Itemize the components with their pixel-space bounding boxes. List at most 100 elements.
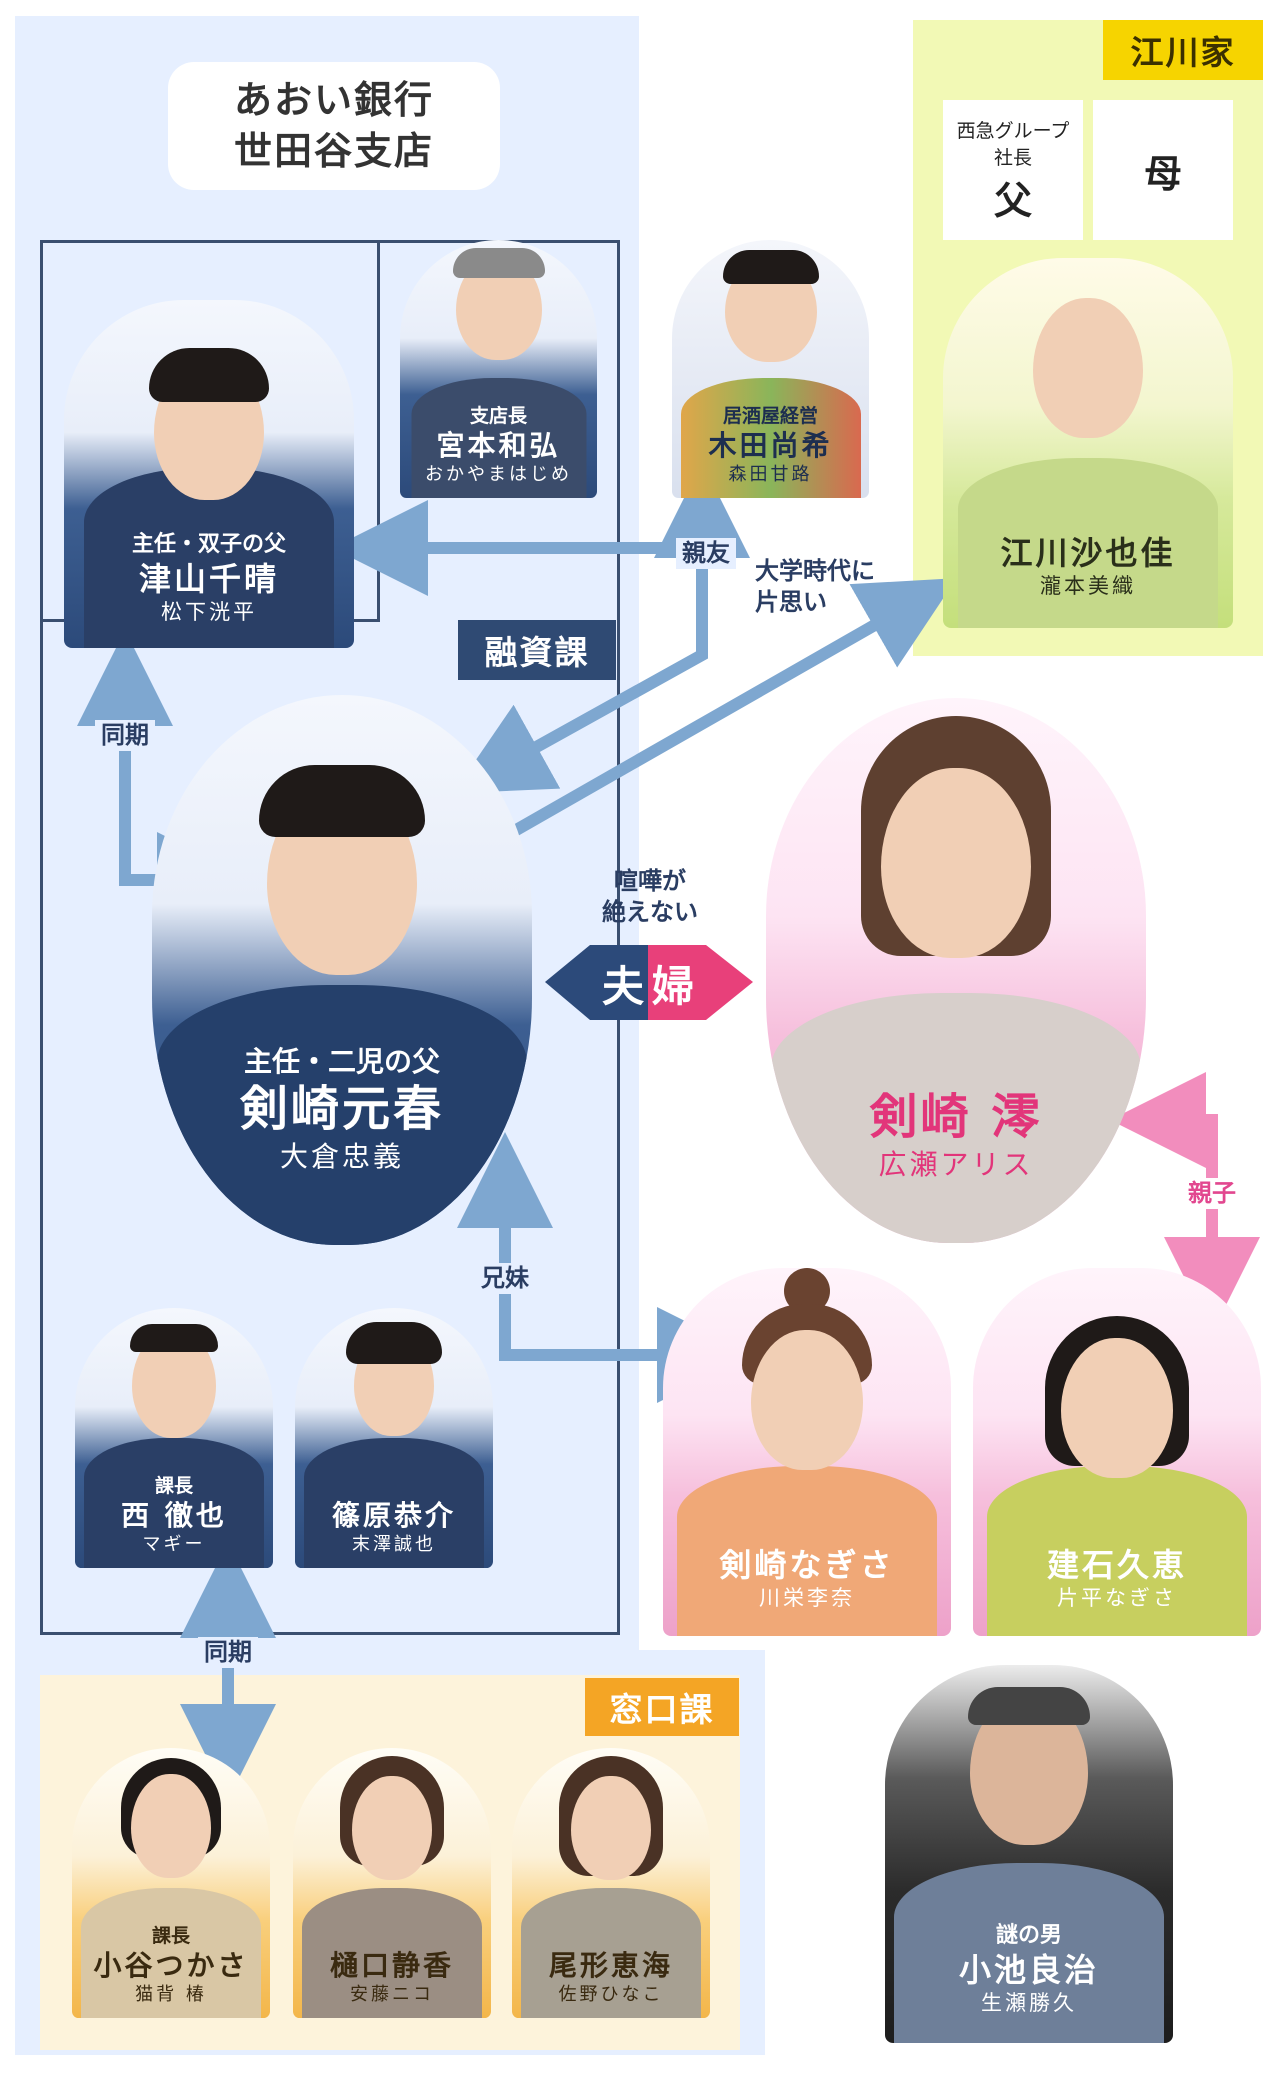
card-tsuyama[interactable]: 主任・双子の父 津山千晴 松下洸平 <box>64 300 354 648</box>
label-oyako: 親子 <box>1178 1178 1246 1210</box>
portrait-body <box>677 1466 937 1636</box>
shinohara-name: 篠原恭介 <box>331 1498 456 1532</box>
koya-name: 小谷つかさ <box>93 1948 249 1982</box>
card-kida[interactable]: 居酒屋経営 木田尚希 森田甘路 <box>672 240 869 498</box>
portrait-hair <box>130 1324 218 1352</box>
tsuyama-actor: 松下洸平 <box>161 599 257 624</box>
miyamoto-role: 支店長 <box>469 404 527 427</box>
higuchi-name: 樋口静香 <box>329 1948 454 1982</box>
card-egawa-labels: 江川沙也佳 瀧本美織 <box>943 533 1233 628</box>
loan-section-frame <box>40 240 620 1635</box>
koike-name: 小池良治 <box>958 1950 1099 1989</box>
card-miyamoto[interactable]: 支店長 宮本和弘 おかやまはじめ <box>400 240 597 498</box>
card-koya-labels: 課長 小谷つかさ 猫背 椿 <box>72 1925 270 2018</box>
portrait-body <box>411 378 586 498</box>
card-miyamoto-labels: 支店長 宮本和弘 おかやまはじめ <box>400 405 597 498</box>
miyamoto-name: 宮本和弘 <box>436 428 561 462</box>
portrait-body <box>157 985 527 1245</box>
label-shinyu: 親友 <box>676 538 736 570</box>
egawa-father-role2: 社長 <box>993 146 1032 169</box>
portrait-body <box>771 993 1141 1243</box>
tsuyama-role: 主任・双子の父 <box>131 532 286 558</box>
label-kataomoi-line2: 片思い <box>755 588 827 617</box>
card-tateishi[interactable]: 建石久恵 片平なぎさ <box>973 1268 1261 1636</box>
koike-actor: 生瀬勝久 <box>981 1990 1077 2015</box>
tateishi-actor: 片平なぎさ <box>1057 1585 1177 1610</box>
loan-department-tag: 融資課 <box>458 620 616 680</box>
kida-actor: 森田甘路 <box>728 463 813 485</box>
nagisa-name: 剣崎なぎさ <box>719 1545 895 1584</box>
portrait-head <box>1061 1338 1173 1478</box>
card-egawa-saya[interactable]: 江川沙也佳 瀧本美織 <box>943 258 1233 628</box>
nishi-actor: マギー <box>142 1533 206 1555</box>
card-higuchi-labels: 樋口静香 安藤ニコ <box>293 1948 491 2018</box>
fuufu-char-2: 婦 <box>652 961 695 1011</box>
portrait-body <box>987 1466 1247 1636</box>
nagisa-actor: 川栄李奈 <box>759 1585 855 1610</box>
egawa-mother-title: 母 <box>1143 151 1182 196</box>
koike-role: 謎の男 <box>995 1923 1062 1949</box>
card-kenzaki-motoharu[interactable]: 主任・二児の父 剣崎元春 大倉忠義 <box>152 695 532 1245</box>
egawa-father-box: 西急グループ 社長 父 <box>943 100 1083 240</box>
portrait-body <box>680 378 861 498</box>
kida-name: 木田尚希 <box>708 428 833 462</box>
portrait-hair <box>149 348 269 402</box>
card-kenzaki-mio[interactable]: 剣崎 澪 広瀬アリス <box>766 698 1146 1243</box>
higuchi-actor: 安藤ニコ <box>350 1983 434 2005</box>
card-kida-labels: 居酒屋経営 木田尚希 森田甘路 <box>672 405 869 498</box>
fuufu-char-1: 夫 <box>601 961 644 1011</box>
card-tsuyama-labels: 主任・双子の父 津山千晴 松下洸平 <box>64 532 354 648</box>
card-shinohara[interactable]: 篠原恭介 末澤誠也 <box>295 1308 493 1568</box>
egawa-family-tag: 江川家 <box>1103 20 1263 80</box>
portrait-body <box>302 1888 482 2018</box>
card-nishi-labels: 課長 西 徹也 マギー <box>75 1475 273 1568</box>
label-douki-top: 同期 <box>95 720 155 752</box>
portrait-head <box>751 1330 863 1470</box>
branch-title: あおい銀行 世田谷支店 <box>168 62 500 190</box>
card-shinohara-labels: 篠原恭介 末澤誠也 <box>295 1498 493 1568</box>
kida-role: 居酒屋経営 <box>722 404 818 427</box>
portrait-hair <box>346 1322 442 1364</box>
tateishi-name: 建石久恵 <box>1046 1545 1187 1584</box>
tsuyama-name: 津山千晴 <box>138 559 279 598</box>
card-koya[interactable]: 課長 小谷つかさ 猫背 椿 <box>72 1748 270 2018</box>
label-douki-bottom: 同期 <box>198 1637 258 1669</box>
branch-title-line2: 世田谷支店 <box>233 129 434 173</box>
portrait-head <box>131 1774 211 1878</box>
card-nishi[interactable]: 課長 西 徹也 マギー <box>75 1308 273 1568</box>
motoharu-actor: 大倉忠義 <box>279 1139 404 1173</box>
portrait-head <box>1033 298 1143 438</box>
koya-role: 課長 <box>151 1924 190 1947</box>
portrait-body <box>304 1438 484 1568</box>
portrait-body <box>84 1438 264 1568</box>
portrait-hair <box>722 250 819 284</box>
mio-name: 剣崎 澪 <box>869 1088 1043 1145</box>
portrait-head <box>571 1776 651 1880</box>
card-koike-labels: 謎の男 小池良治 生瀬勝久 <box>885 1923 1173 2043</box>
portrait-head <box>352 1776 432 1880</box>
card-koike[interactable]: 謎の男 小池良治 生瀬勝久 <box>885 1665 1173 2043</box>
egawa-mother-box: 母 <box>1093 100 1233 240</box>
portrait-body <box>894 1863 1164 2043</box>
shinohara-actor: 末澤誠也 <box>352 1533 436 1555</box>
motoharu-role: 主任・二児の父 <box>243 1045 440 1079</box>
label-kenka-line1: 喧嘩が <box>614 867 686 895</box>
label-kenka-line2: 絶えない <box>602 898 698 927</box>
egawa-father-role1: 西急グループ <box>956 119 1070 142</box>
portrait-hair <box>259 765 425 837</box>
card-ogata-labels: 尾形恵海 佐野ひなこ <box>512 1948 710 2018</box>
portrait-body <box>521 1888 701 2018</box>
card-kenzaki-nagisa[interactable]: 剣崎なぎさ 川栄李奈 <box>663 1268 951 1636</box>
card-higuchi[interactable]: 樋口静香 安藤ニコ <box>293 1748 491 2018</box>
teller-department-tag: 窓口課 <box>585 1678 739 1736</box>
mio-actor: 広瀬アリス <box>878 1147 1034 1181</box>
egawa-father-title: 父 <box>993 178 1032 223</box>
portrait-body <box>81 1888 261 2018</box>
label-kataomoi: 大学時代に 片思い <box>755 556 895 618</box>
card-ogata[interactable]: 尾形恵海 佐野ひなこ <box>512 1748 710 2018</box>
fuufu-label: 夫 婦 <box>590 952 706 1014</box>
branch-title-line1: あおい銀行 <box>233 77 434 122</box>
egawa-actor: 瀧本美織 <box>1040 573 1136 598</box>
label-kenka: 喧嘩が 絶えない <box>590 866 710 928</box>
nishi-role: 課長 <box>154 1474 193 1497</box>
